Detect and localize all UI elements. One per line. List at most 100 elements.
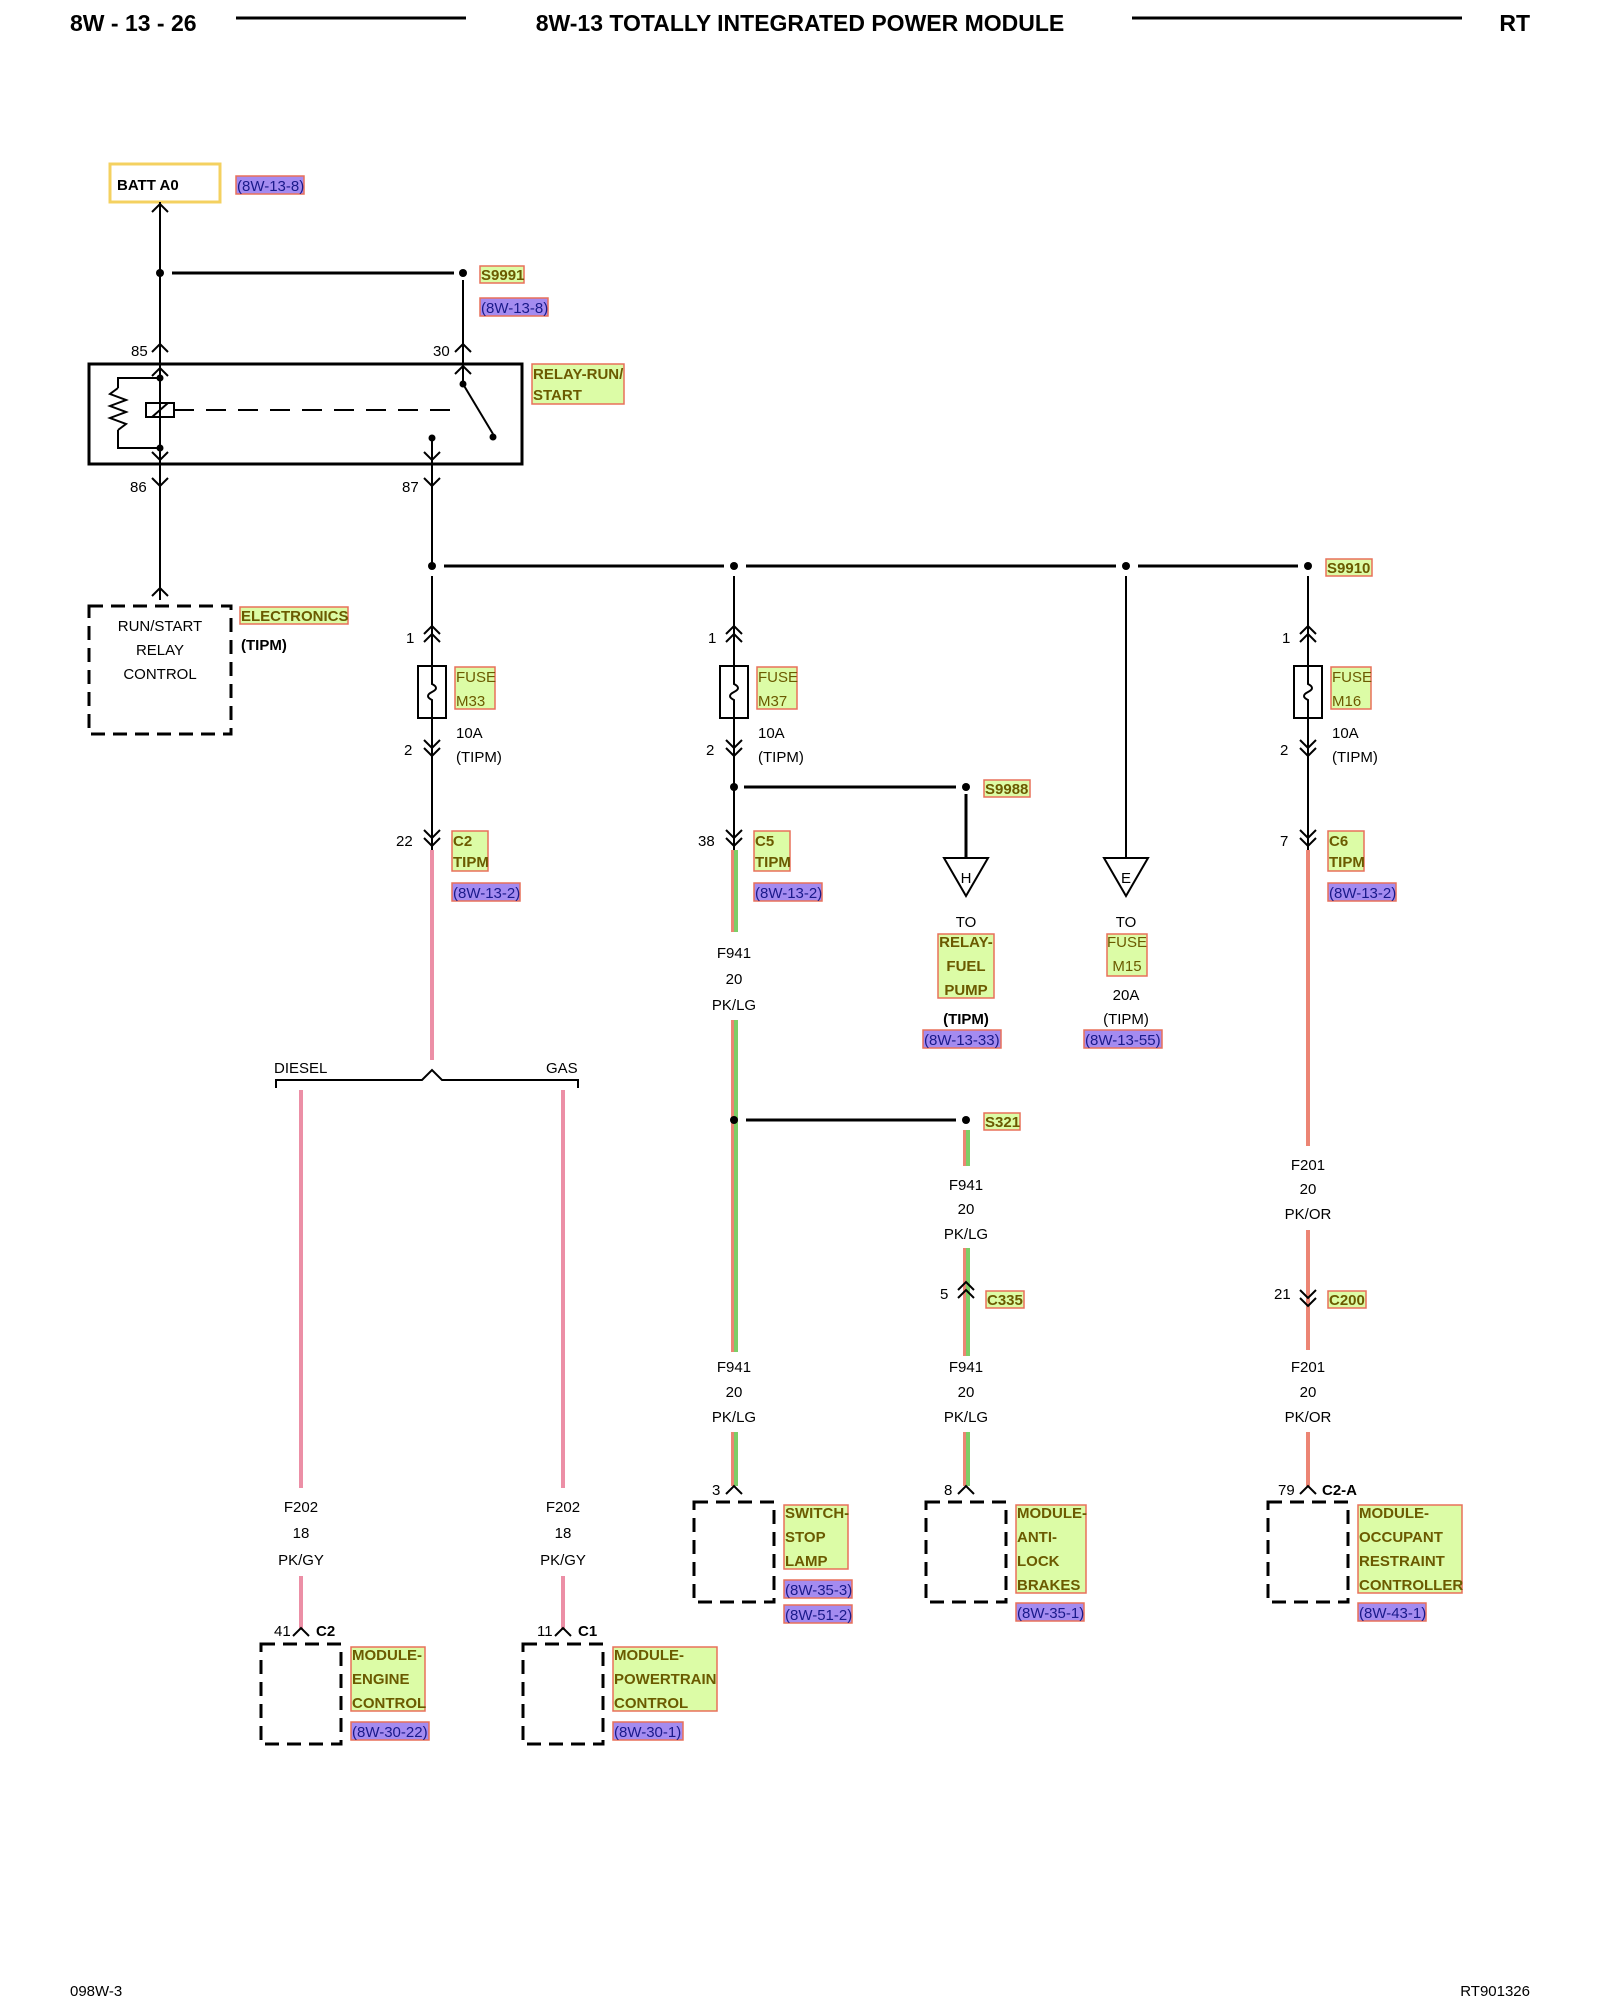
- f202-diesel-circuit: F202: [284, 1499, 318, 1516]
- f941-abs-color: PK/LG: [944, 1409, 988, 1426]
- ecm-ref[interactable]: (8W-30-22): [352, 1724, 428, 1741]
- offpage-h-line3: PUMP: [944, 982, 987, 999]
- footer-right: RT901326: [1460, 1983, 1530, 2000]
- c5-tipm-mark-b: [725, 837, 743, 848]
- stop-label-box: [783, 1504, 849, 1570]
- abs-line2: ANTI-: [1017, 1529, 1057, 1546]
- f201-bottom-color: PK/OR: [1285, 1409, 1332, 1426]
- c6-tipm-line2: TIPM: [1329, 854, 1365, 871]
- offpage-e-letter: E: [1121, 870, 1131, 887]
- pcm-pin: 11: [537, 1623, 553, 1640]
- f941-col2-gauge: 20: [726, 971, 743, 988]
- c2-tipm-box: [451, 830, 489, 872]
- c6-tipm-ref[interactable]: (8W-13-2): [1329, 885, 1396, 902]
- ecm-ref-box: [350, 1721, 430, 1741]
- fuse-m16-label-box: [1330, 666, 1372, 710]
- orc-label-box: [1357, 1504, 1463, 1594]
- c335-pin: 5: [940, 1286, 948, 1303]
- f941-stop-color: PK/LG: [712, 1409, 756, 1426]
- stop-ref2[interactable]: (8W-51-2): [785, 1607, 852, 1624]
- model-code: RT: [1499, 10, 1530, 36]
- bus-dot-2: [730, 562, 738, 570]
- offpage-h-letter: H: [961, 870, 972, 887]
- splice-dot-s9988-a: [730, 783, 738, 791]
- offpage-h-triangle: [942, 857, 990, 898]
- fuse-m33-pin2-mark-b: [423, 747, 441, 758]
- s9988-box: [983, 779, 1031, 798]
- orc-ref-box: [1357, 1602, 1427, 1622]
- electronics-line3: CONTROL: [123, 666, 196, 683]
- offpage-h-ref-box: [922, 1029, 1002, 1049]
- footer-left: 098W-3: [70, 1983, 122, 2000]
- offpage-h-ref[interactable]: (8W-13-33): [924, 1032, 1000, 1049]
- bus-dot-4: [1304, 562, 1312, 570]
- fuse-m16-rating: 10A: [1332, 725, 1359, 742]
- offpage-h-line2: FUEL: [946, 958, 985, 975]
- c5-tipm-pin: 38: [698, 833, 715, 850]
- stop-ref1[interactable]: (8W-35-3): [785, 1582, 852, 1599]
- ecm-line1: MODULE-: [352, 1647, 422, 1664]
- f201-top-color: PK/OR: [1285, 1206, 1332, 1223]
- abs-line1: MODULE-: [1017, 1505, 1087, 1522]
- batt-box: [108, 162, 222, 204]
- f202-gas-gauge: 18: [555, 1525, 572, 1542]
- fuse-m16-pin2-mark-b: [1299, 747, 1317, 758]
- splice-dot-s321-a: [730, 1116, 738, 1124]
- fuse-m33-pin1-mark-b: [423, 632, 441, 643]
- relay-coil-slash: [151, 402, 169, 418]
- orc-conn: C2-A: [1322, 1482, 1357, 1499]
- ecm-line3: CONTROL: [352, 1695, 426, 1712]
- fuse-m33-pin-out: 2: [404, 742, 412, 759]
- branch-diesel: DIESEL: [274, 1060, 327, 1077]
- splice-dot-batt: [156, 269, 164, 277]
- stop-ref1-box: [783, 1579, 853, 1599]
- fuse-m33-pin-in: 1: [406, 630, 414, 647]
- c200-box: [1327, 1290, 1367, 1309]
- fuse-m37-pin1-mark-b: [725, 632, 743, 643]
- offpage-e-ref[interactable]: (8W-13-55): [1085, 1032, 1161, 1049]
- f201-bottom-circuit: F201: [1291, 1359, 1325, 1376]
- fuse-m16-pin2-mark-a: [1299, 739, 1317, 750]
- s9991-ref[interactable]: (8W-13-8): [481, 300, 548, 317]
- c335-box: [985, 1290, 1025, 1309]
- batt-ref[interactable]: (8W-13-8): [237, 178, 304, 195]
- offpage-h-to: TO: [956, 914, 977, 931]
- relay-name-line1: RELAY-RUN/: [533, 366, 624, 383]
- fuse-m16-loc: (TIPM): [1332, 749, 1378, 766]
- fuse-m16-pin1-mark-a: [1299, 624, 1317, 635]
- offpage-e-rating: 20A: [1113, 987, 1140, 1004]
- batt-ref-box: [235, 175, 305, 195]
- resistor-lead-bottom: [117, 430, 160, 449]
- pcm-box: [521, 1642, 605, 1746]
- fuse-m37-rating: 10A: [758, 725, 785, 742]
- relay-pin87: 87: [402, 479, 419, 496]
- ecm-pin: 41: [274, 1623, 291, 1640]
- c5-tipm-ref[interactable]: (8W-13-2): [755, 885, 822, 902]
- orc-ref[interactable]: (8W-43-1): [1359, 1605, 1426, 1622]
- f202-diesel-gauge: 18: [293, 1525, 310, 1542]
- offpage-h-box: [937, 933, 995, 999]
- pcm-ref[interactable]: (8W-30-1): [614, 1724, 681, 1741]
- abs-ref[interactable]: (8W-35-1): [1017, 1605, 1084, 1622]
- relay-coil-arrow-bottom: [151, 451, 169, 462]
- fuse-m33-label: FUSE: [456, 669, 496, 686]
- c6-tipm-mark-b: [1299, 837, 1317, 848]
- offpage-h-tipm: (TIPM): [943, 1011, 989, 1028]
- fuse-m33-loc: (TIPM): [456, 749, 502, 766]
- fuse-m37-label-box: [756, 666, 798, 710]
- ecm-line2: ENGINE: [352, 1671, 410, 1688]
- resistor-lead-top: [117, 377, 160, 388]
- fuse-m16-id: M16: [1332, 693, 1361, 710]
- orc-connector-mark: [1299, 1484, 1317, 1495]
- c335-mark-b: [957, 1288, 975, 1299]
- orc-line1: MODULE-: [1359, 1505, 1429, 1522]
- c2-tipm-ref[interactable]: (8W-13-2): [453, 885, 520, 902]
- relay-pin30: 30: [433, 343, 450, 360]
- stop-pin: 3: [712, 1482, 720, 1499]
- c335-mark-a: [957, 1280, 975, 1291]
- fuse-m33-pin2-mark-a: [423, 739, 441, 750]
- stop-lamp-switch-box: [692, 1500, 776, 1604]
- s321-label: S321: [985, 1114, 1020, 1131]
- abs-connector-mark: [957, 1484, 975, 1495]
- c200-mark-a: [1299, 1289, 1317, 1300]
